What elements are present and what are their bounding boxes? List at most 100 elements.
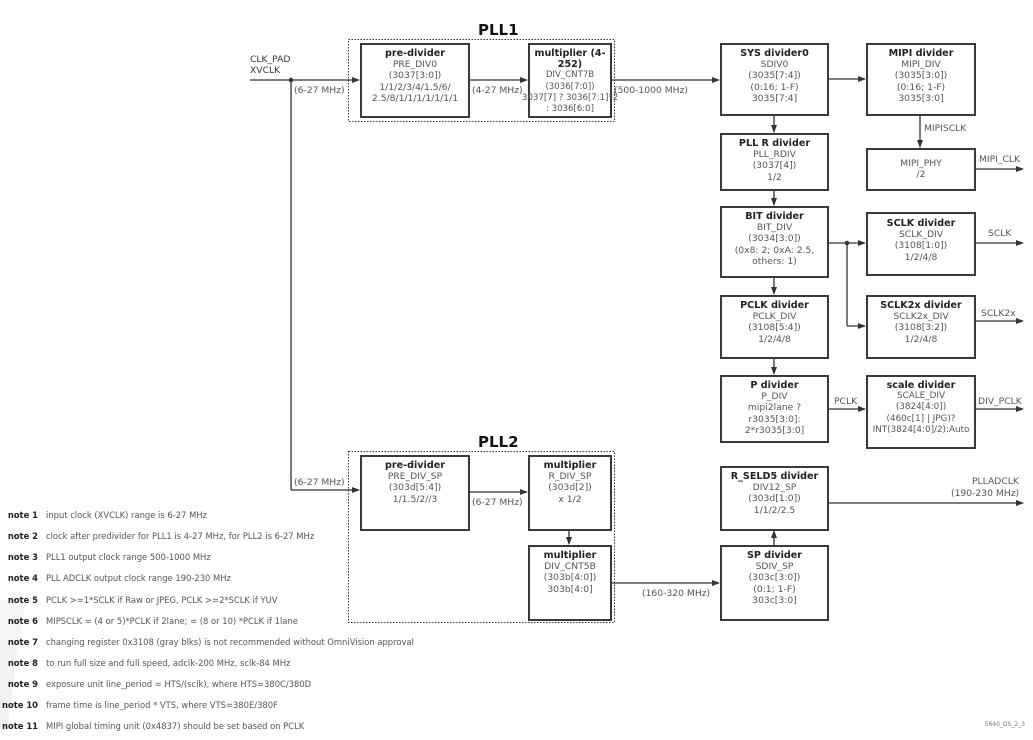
block-title: BIT divider [745,211,804,222]
block-title: pre-divider [385,48,445,59]
edge-label-plladclk-range: (190-230 MHz) [951,488,1020,499]
sys-divider-block: SYS divider0 SDIV0 (3035[7:4]) (0:16; 1-… [720,43,829,116]
block-title: R_SELD5 divider [730,471,819,482]
block-title: multiplier [543,550,597,561]
block-line: MIPI_DIV [901,59,941,71]
note-label: note 6 [7,616,38,626]
note-label: note 10 [2,700,38,710]
note-text: PLL1 output clock range 500-1000 MHz [46,552,211,562]
block-line: PCLK_DIV [752,311,797,323]
note-item: note 4 PLL ADCLK output clock range 190-2… [0,573,231,583]
block-line: (3824[4:0]) [895,402,947,413]
block-title: SP divider [746,550,803,561]
r-seld5-divider-block: R_SELD5 divider DIV12_SP (303d[1:0]) 1/1… [720,466,829,531]
xvclk-label: XVCLK [250,65,281,76]
block-title: multiplier [543,460,597,471]
block-line: 1/2/4/8 [904,333,938,345]
edge-label-sclk: SCLK [988,228,1012,239]
note-text: clock after predivider for PLL1 is 4-27 … [46,531,315,541]
block-line: (3035[3:0]) [894,70,948,82]
block-line: : 3036[6:0] [545,104,595,115]
mipi-phy-block: MIPI_PHY /2 [866,148,976,191]
scale-divider-block: scale divider SCALE_DIV (3824[4:0]) (460… [866,375,976,449]
block-line: (3108[1:0]) [894,240,948,252]
document-code: 5640_DS_2_3 [984,721,1025,728]
block-line: (3036[7:0]) [545,81,595,92]
block-line: (3035[7:4]) [748,70,801,82]
note-item: note 11 MIPI global timing unit (0x4837) … [0,721,304,731]
block-line: (3034[3:0]) [748,233,801,245]
note-item: note 3 PLL1 output clock range 500-1000 M… [0,552,211,562]
p-divider-block: P divider P_DIV mipi2lane ? r3035[3:0]: … [720,375,829,443]
pll-r-divider-block: PLL R divider PLL_RDIV (3037[4]) 1/2 [720,133,829,191]
block-line: DIV12_SP [752,482,797,494]
note-text: exposure unit line_period = HTS/(sclk), … [46,679,312,689]
edge-label-pclk: PCLK [834,396,858,407]
block-line: (0:16; 1-F) [750,81,799,93]
pll2-title: PLL2 [478,433,519,451]
pll1-pre-divider-block: pre-divider PRE_DIV0 (3037[3:0]) 1/1/2/3… [360,43,470,118]
block-title: pre-divider [385,460,445,471]
bit-divider-block: BIT divider BIT_DIV (3034[3:0]) (0x8: 2;… [720,206,829,278]
block-line: 3037[7] ? 3036[7:1]*2 [522,92,619,103]
pll2-r-div-multiplier-block: multiplier R_DIV_SP (303d[2]) x 1/2 [528,455,612,531]
note-label: note 9 [7,679,38,689]
note-label: note 4 [7,573,38,583]
note-label: note 1 [7,510,38,520]
block-line: SDIV0 [760,59,789,71]
block-title: SCLK2x divider [880,300,962,311]
block-title: SYS divider0 [740,48,809,59]
edge-label-pre1-mult1: (4-27 MHz) [472,85,523,96]
note-text: frame time is line_period * VTS, where V… [46,700,278,710]
note-label: note 11 [2,721,38,731]
block-line: 1/2/4/8 [758,333,791,345]
note-text: MIPI global timing unit (0x4837) should … [46,721,305,731]
block-line: 3035[3:0] [898,92,944,104]
sp-divider-block: SP divider SDIV_SP (303c[3:0]) (0:1; 1-F… [720,545,829,621]
block-line: x 1/2 [558,493,582,505]
block-line: 1/2 [767,171,782,183]
note-label: note 3 [7,552,38,562]
block-line: (0x8: 2; 0xA: 2.5, [734,244,815,256]
block-line: 303c[3:0] [752,594,797,606]
note-text: to run full size and full speed, adclk-2… [46,658,291,668]
block-title: P divider [750,380,799,391]
sclk-divider-block: SCLK divider SCLK_DIV (3108[1:0]) 1/2/4/… [866,212,976,276]
block-line: (303d[2]) [548,482,592,494]
block-line: 1/1/2/3/4/1.5/6/ [379,81,451,93]
block-line: (303c[3:0]) [748,572,801,584]
block-line: 303b[4:0] [547,583,593,595]
block-line: 1/1/2/2.5 [753,504,796,516]
edge-label-mipisclk: MIPISCLK [924,123,967,134]
note-item: note 9 exposure unit line_period = HTS/(s… [0,679,311,689]
block-line: (3037[3:0]) [388,70,442,82]
block-line: PLL_RDIV [753,149,796,161]
block-line: (0:16; 1-F) [896,81,946,93]
mipi-divider-block: MIPI divider MIPI_DIV (3035[3:0]) (0:16;… [866,43,976,116]
block-title: SCLK divider [886,218,956,229]
edge-label-sclk2x: SCLK2x [981,308,1016,319]
block-line: r3035[3:0]: [748,413,801,425]
block-line: (3108[5:4]) [748,322,801,334]
block-line: /2 [916,169,926,181]
pll2-cnt-multiplier-block: multiplier DIV_CNT5B (303b[4:0]) 303b[4:… [528,545,612,621]
block-line: PRE_DIV0 [392,59,438,71]
note-text: PLL ADCLK output clock range 190-230 MHz [46,573,231,583]
block-title: scale divider [886,380,956,391]
sclk2x-divider-block: SCLK2x divider SCLK2x_DIV (3108[3:2]) 1/… [866,295,976,359]
block-title: MIPI divider [888,48,954,59]
edge-label-in-pll1: (6-27 MHz) [294,85,345,96]
edge-label-div-pclk: DIV_PCLK [978,396,1022,407]
block-line: DIV_CNT5B [544,561,596,573]
block-line: (0:1; 1-F) [753,583,796,595]
block-line: (3037[4]) [752,160,797,172]
pll2-group-border [348,451,615,623]
block-line: DIV_CNT7B [545,70,595,81]
note-label: note 7 [7,637,38,647]
block-line: 3035[7:4] [751,92,798,104]
